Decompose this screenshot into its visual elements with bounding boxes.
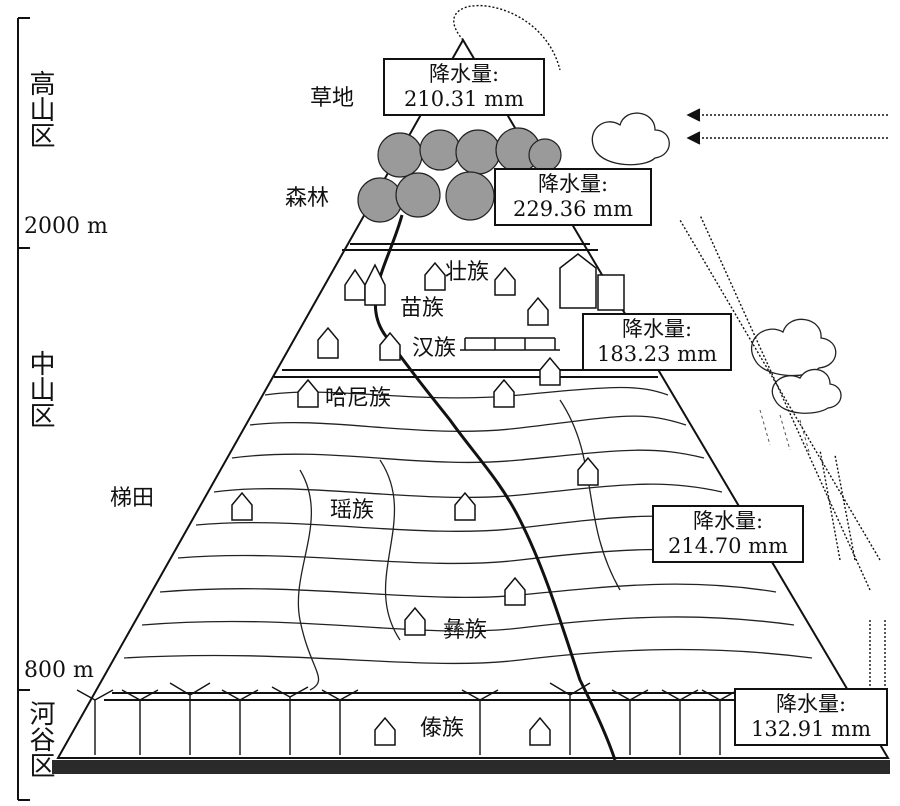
forest-trees [357,127,562,223]
precip-value: 229.36 mm [513,196,633,221]
ground-strip [52,760,890,774]
clouds [591,112,842,414]
elevation-scale-bar [17,17,30,801]
label-hani: 哈尼族 [325,386,392,411]
precip-title: 降水量: [537,172,609,196]
precip-title: 降水量: [775,692,847,716]
precip-title: 降水量: [692,509,764,533]
river [373,214,617,761]
label-dai: 傣族 [420,716,465,741]
label-miao: 苗族 [400,296,445,321]
label-yao: 瑶族 [330,498,375,523]
zone-label-high: 高山区 [25,70,55,148]
label-forest: 森林 [285,186,330,211]
precip-value: 214.70 mm [668,533,788,558]
village-huts [231,261,599,746]
mountain-outline [56,38,890,759]
precip-box-forest: 降水量: 229.36 mm [494,168,652,226]
label-yi: 彝族 [443,618,488,643]
label-terraces: 梯田 [110,486,155,511]
wind-arrows [453,5,888,690]
label-han: 汉族 [412,336,457,361]
zone-label-mid: 中山区 [25,350,55,428]
precip-value: 132.91 mm [751,716,871,741]
label-grassland: 草地 [310,86,355,111]
precip-box-lower-mid: 降水量: 214.70 mm [652,505,804,563]
precip-box-summit: 降水量: 210.31 mm [383,58,545,116]
elevation-mark-2000: 2000 m [24,214,108,239]
precip-value: 210.31 mm [404,86,524,111]
zone-label-valley: 河谷区 [25,700,55,778]
town-buildings [460,253,625,351]
valley-banana-plants [76,682,739,755]
precip-title: 降水量: [428,62,500,86]
precip-value: 183.23 mm [597,341,717,366]
precip-box-valley: 降水量: 132.91 mm [734,688,888,746]
precip-title: 降水量: [621,317,693,341]
elevation-mark-800: 800 m [24,658,94,683]
label-zhuang: 壮族 [445,260,490,285]
precip-box-upper-mid: 降水量: 183.23 mm [582,313,732,371]
